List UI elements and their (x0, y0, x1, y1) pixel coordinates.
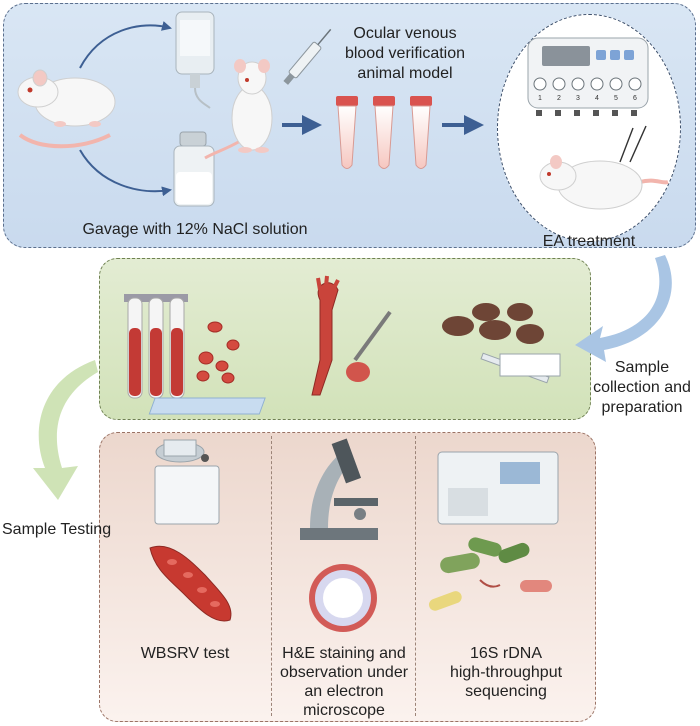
testing-divider-left (271, 436, 272, 716)
flow-arrow-green-icon (33, 360, 98, 500)
iv-bottle-icon (175, 11, 215, 109)
device-knob-number: 1 (538, 95, 542, 102)
arrow-up-icon (79, 21, 172, 69)
red-blood-cells-icon (196, 321, 240, 384)
pcr-tubes-icon (480, 352, 561, 384)
tissue-samples-icon (442, 303, 544, 344)
microscope-icon (300, 438, 378, 540)
sequencing-label-line: high-throughput (449, 664, 563, 681)
device-knob-number: 3 (576, 95, 580, 102)
blood-tube-rack-icon (124, 294, 188, 399)
device-knob-number: 6 (633, 95, 637, 102)
ea-treatment-label: EA treatment (542, 233, 636, 250)
blood-vessel-icon (149, 545, 232, 622)
device-knob (533, 77, 547, 91)
flow-arrow-blue-icon (575, 255, 672, 362)
syringe-icon (283, 28, 332, 85)
arrow-down-icon (79, 149, 172, 197)
ea-device-icon: 1 2 3 4 5 6 (527, 37, 649, 116)
centrifuge-icon (154, 439, 220, 525)
he-staining-label-line: an electron (304, 683, 384, 700)
sequencing-label-line: sequencing (465, 683, 547, 700)
aorta-icon (311, 275, 340, 396)
device-knob (571, 77, 585, 91)
standing-rat-icon (204, 59, 273, 160)
slide-icon (148, 397, 266, 415)
device-knob-number: 5 (614, 95, 618, 102)
device-knob (552, 77, 566, 91)
sample-collection-label: Sample collection and preparation (586, 358, 698, 418)
device-knob-number: 2 (557, 95, 561, 102)
bacteria-icon (429, 537, 552, 611)
model-label-line: blood verification (344, 45, 466, 62)
gavage-label: Gavage with 12% NaCl solution (82, 221, 308, 238)
device-knob-number: 4 (595, 95, 599, 102)
sample-collection-label-line: Sample (614, 359, 670, 376)
rat-icon (17, 69, 116, 149)
testing-divider-right (415, 436, 416, 716)
device-knobs: 1 2 3 4 5 6 (533, 77, 642, 102)
sequencing-label: 16S rDNA high-throughput sequencing (418, 644, 594, 701)
model-label: Ocular venous blood verification animal … (300, 24, 510, 84)
device-knob (590, 77, 604, 91)
sample-collection-label-line: preparation (601, 399, 683, 416)
sequencer-icon (437, 451, 559, 525)
scalpel-icon (346, 310, 392, 382)
he-staining-label-line: H&E staining and (282, 645, 406, 662)
he-staining-label-line: observation under (279, 664, 409, 681)
vessel-cross-section-icon (309, 564, 377, 632)
sample-collection-label-line: collection and (593, 379, 691, 396)
he-staining-label: H&E staining and observation under an el… (272, 644, 416, 720)
device-knob (609, 77, 623, 91)
salt-jar-icon (173, 131, 215, 207)
treated-rat-icon (539, 125, 669, 210)
model-label-line: Ocular venous (353, 25, 457, 42)
device-knob (628, 77, 642, 91)
sample-testing-label: Sample Testing (2, 521, 112, 538)
sequencing-label-line: 16S rDNA (469, 645, 543, 662)
he-staining-label-line: microscope (303, 702, 385, 719)
model-label-line: animal model (357, 65, 453, 82)
blood-tubes-icon (336, 96, 432, 169)
wbsrv-label: WBSRV test (140, 645, 230, 662)
